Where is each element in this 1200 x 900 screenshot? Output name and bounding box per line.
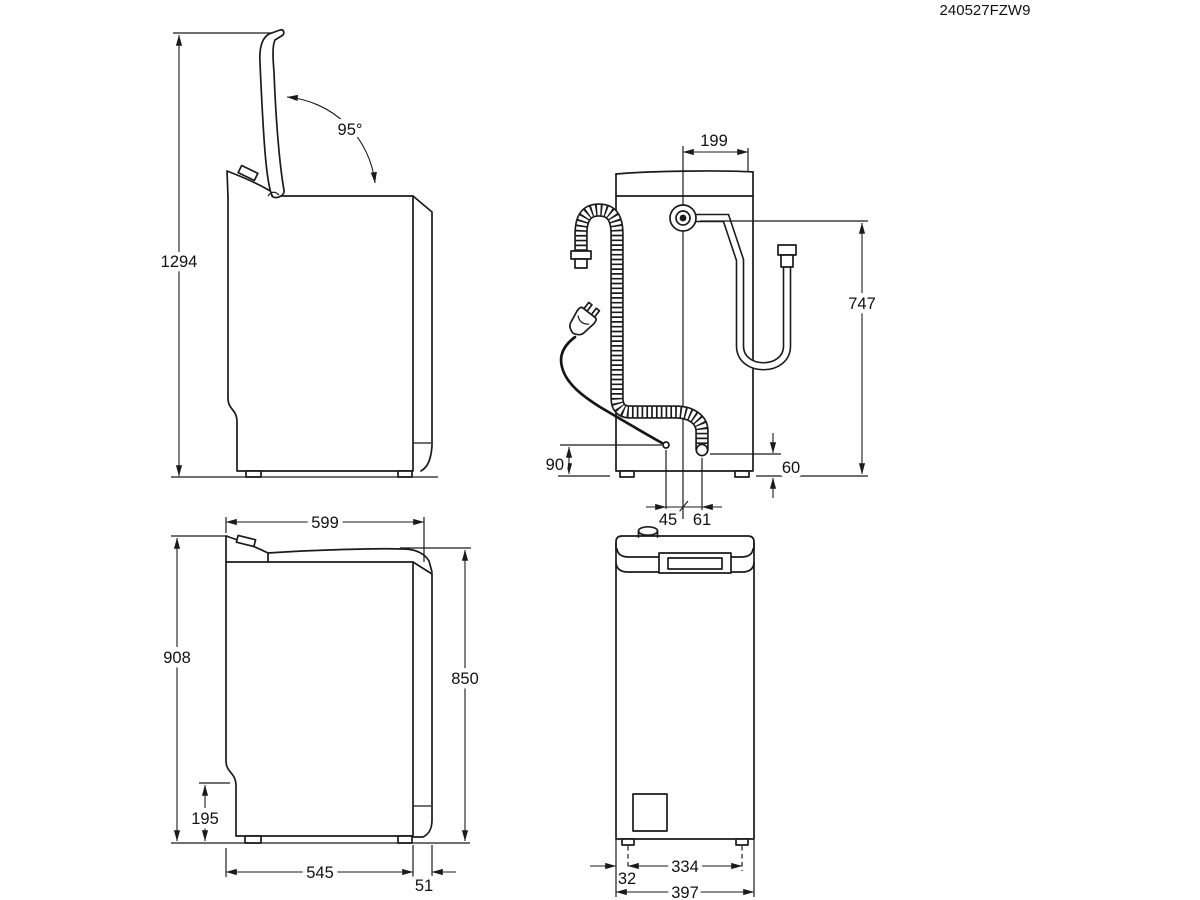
dim-inlet-offset-label: 199 xyxy=(700,132,728,150)
view-front: 334 32 397 xyxy=(590,525,755,900)
rear-right-foot xyxy=(734,470,750,478)
dim-feet-spacing-label: 334 xyxy=(671,858,699,876)
top-knob xyxy=(637,525,659,538)
dim-depth-label: 599 xyxy=(311,514,339,532)
dim-recess-height-label: 195 xyxy=(191,810,219,828)
dim-drain-height-label: 60 xyxy=(782,459,800,477)
dim-cord-height: 90 xyxy=(541,444,662,479)
dim-depth: 599 xyxy=(225,510,425,562)
machine-body-side-closed xyxy=(171,534,470,844)
view-side-closed: 599 908 850 195 545 51 xyxy=(159,510,484,900)
lid-handle xyxy=(658,552,732,574)
dim-base-depth-label: 545 xyxy=(306,864,334,882)
dim-cord-height-label: 90 xyxy=(546,456,564,474)
inlet-hose-cap xyxy=(777,244,797,256)
dim-foot-inset-label: 32 xyxy=(618,870,636,888)
lid-angle: 95° xyxy=(286,94,377,184)
dim-total-height-label: 1294 xyxy=(161,253,198,271)
dim-feet-spacing: 334 xyxy=(627,846,743,881)
panel-knob-closed xyxy=(235,534,257,548)
drain-hose xyxy=(570,203,709,457)
front-left-foot xyxy=(621,838,635,846)
view-side-open: 1294 95° xyxy=(156,28,438,478)
drawing-number: 240527FZW9 xyxy=(940,2,1031,19)
dim-rear-overhang-label: 51 xyxy=(415,877,433,895)
front-right-foot xyxy=(735,838,749,846)
dim-drain-height: 60 xyxy=(710,433,805,498)
rear-panel xyxy=(412,195,433,472)
dim-inlet-offset: 199 xyxy=(682,128,749,171)
dim-inlet-hose-height-label: 747 xyxy=(848,295,876,313)
machine-body-side-open xyxy=(226,164,433,478)
dim-base: 545 51 xyxy=(225,845,456,900)
dim-recess-height: 195 xyxy=(187,782,230,842)
drain-hose-end xyxy=(695,443,709,457)
dim-rear-height-label: 850 xyxy=(451,670,479,688)
rear-foot xyxy=(397,470,413,478)
lid-hinge xyxy=(267,191,280,197)
front-foot xyxy=(245,470,262,478)
drain-filter-door xyxy=(632,793,668,832)
front-foot-closed xyxy=(244,835,262,844)
power-cord xyxy=(559,301,670,449)
dim-front-height-label: 908 xyxy=(163,649,191,667)
rear-foot-closed xyxy=(397,835,413,844)
dim-front-height: 908 xyxy=(159,535,228,842)
dim-width: 397 xyxy=(615,839,755,900)
power-plug xyxy=(569,301,601,336)
view-rear: 199 747 90 60 45 61 xyxy=(541,128,880,534)
inlet-hose-thread xyxy=(780,254,794,268)
rear-panel-closed xyxy=(412,573,433,838)
inlet-connector xyxy=(669,204,697,232)
lid-open xyxy=(258,28,285,199)
lid-closed xyxy=(267,547,433,573)
cord-end xyxy=(662,441,670,449)
inlet-elbow-pipe xyxy=(689,213,797,371)
machine-body-front xyxy=(615,525,755,846)
dim-width-label: 397 xyxy=(671,884,699,900)
dim-bottom-offsets: 45 61 xyxy=(646,450,722,534)
dim-cord-offset-label: 45 xyxy=(659,511,677,529)
drain-hose-fitting xyxy=(570,250,592,260)
dim-foot-inset: 32 xyxy=(590,862,641,893)
dim-drain-offset-label: 61 xyxy=(693,511,711,529)
panel-knob xyxy=(237,164,259,182)
rear-left-foot xyxy=(619,470,635,478)
dim-rear-height: 850 xyxy=(400,547,483,842)
lid-angle-label: 95° xyxy=(338,121,363,139)
dim-total-height: 1294 xyxy=(156,32,438,478)
